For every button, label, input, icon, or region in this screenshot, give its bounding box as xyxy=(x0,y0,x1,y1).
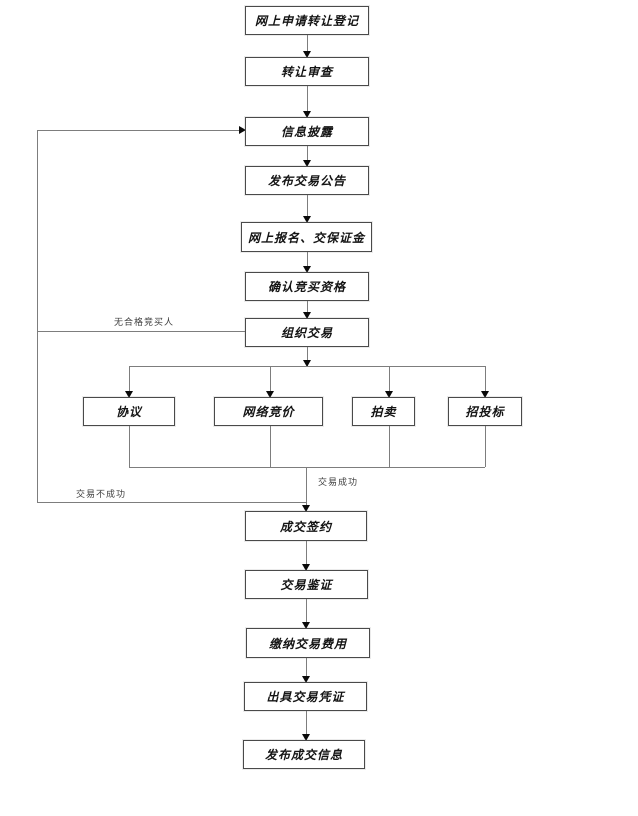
connector-return-to-disclosure xyxy=(37,130,245,131)
connector-apply-to-review xyxy=(307,35,308,57)
connector-auction-to-merge xyxy=(389,426,390,467)
arrowhead-icon xyxy=(302,505,310,512)
arrowhead-icon xyxy=(303,51,311,58)
arrowhead-icon xyxy=(302,676,310,683)
connector-notice-to-signup xyxy=(307,195,308,222)
connector-signing-to-attestation xyxy=(306,541,307,570)
connector-voucher-to-publish xyxy=(306,711,307,740)
flow-node-trade-attestation: 交易鉴证 xyxy=(245,570,368,599)
arrowhead-icon xyxy=(303,111,311,118)
connector-tender-to-merge xyxy=(485,426,486,467)
flow-node-issue-voucher: 出具交易凭证 xyxy=(244,682,367,711)
connector-no-bidder-line xyxy=(37,331,245,332)
arrowhead-icon xyxy=(266,391,274,398)
connector-review-to-disclosure xyxy=(307,86,308,117)
flow-node-deal-signing: 成交签约 xyxy=(245,511,367,541)
arrowhead-icon xyxy=(303,216,311,223)
arrowhead-icon xyxy=(302,734,310,741)
connector-drop-agreement xyxy=(129,366,130,397)
connector-agreement-to-merge xyxy=(129,426,130,467)
flow-node-agreement: 协议 xyxy=(83,397,175,426)
connector-bidding-to-merge xyxy=(270,426,271,467)
arrowhead-icon xyxy=(239,126,246,134)
arrowhead-icon xyxy=(303,312,311,319)
connector-organize-to-split xyxy=(307,347,308,366)
connector-drop-tender xyxy=(485,366,486,397)
arrowhead-icon xyxy=(303,360,311,367)
edge-label-deal-failure: 交易不成功 xyxy=(74,487,129,500)
flow-node-online-apply: 网上申请转让登记 xyxy=(245,6,369,35)
arrowhead-icon xyxy=(302,622,310,629)
flow-node-organize-trade: 组织交易 xyxy=(245,318,369,347)
flow-node-auction: 拍卖 xyxy=(352,397,415,426)
flow-node-tender: 招投标 xyxy=(448,397,522,426)
connector-confirm-to-organize xyxy=(307,301,308,318)
edge-label-no-qualified-bidder: 无合格竞买人 xyxy=(112,315,177,328)
connector-left-return-rail xyxy=(37,130,38,502)
arrowhead-icon xyxy=(303,266,311,273)
flow-node-info-disclosure: 信息披露 xyxy=(245,117,369,146)
connector-failure-line xyxy=(37,502,306,503)
connector-success-to-signing xyxy=(306,467,307,511)
arrowhead-icon xyxy=(302,564,310,571)
connector-signup-to-confirm xyxy=(307,252,308,272)
connector-drop-auction xyxy=(389,366,390,397)
edge-label-deal-success: 交易成功 xyxy=(316,475,361,488)
arrowhead-icon xyxy=(303,160,311,167)
flow-node-signup-deposit: 网上报名、交保证金 xyxy=(241,222,372,252)
connector-attestation-to-pay xyxy=(306,599,307,628)
flow-node-pay-fees: 缴纳交易费用 xyxy=(246,628,370,658)
connector-split-bar xyxy=(129,366,485,367)
flow-node-confirm-qualify: 确认竞买资格 xyxy=(245,272,369,301)
arrowhead-icon xyxy=(481,391,489,398)
connector-pay-to-voucher xyxy=(306,658,307,682)
connector-drop-online-bidding xyxy=(270,366,271,397)
connector-disclosure-to-notice xyxy=(307,146,308,166)
connector-merge-bar xyxy=(129,467,485,468)
arrowhead-icon xyxy=(385,391,393,398)
flow-node-publish-deal-info: 发布成交信息 xyxy=(243,740,365,769)
flow-node-transfer-review: 转让审查 xyxy=(245,57,369,86)
flow-node-online-bidding: 网络竞价 xyxy=(214,397,323,426)
flow-node-publish-notice: 发布交易公告 xyxy=(245,166,369,195)
arrowhead-icon xyxy=(125,391,133,398)
